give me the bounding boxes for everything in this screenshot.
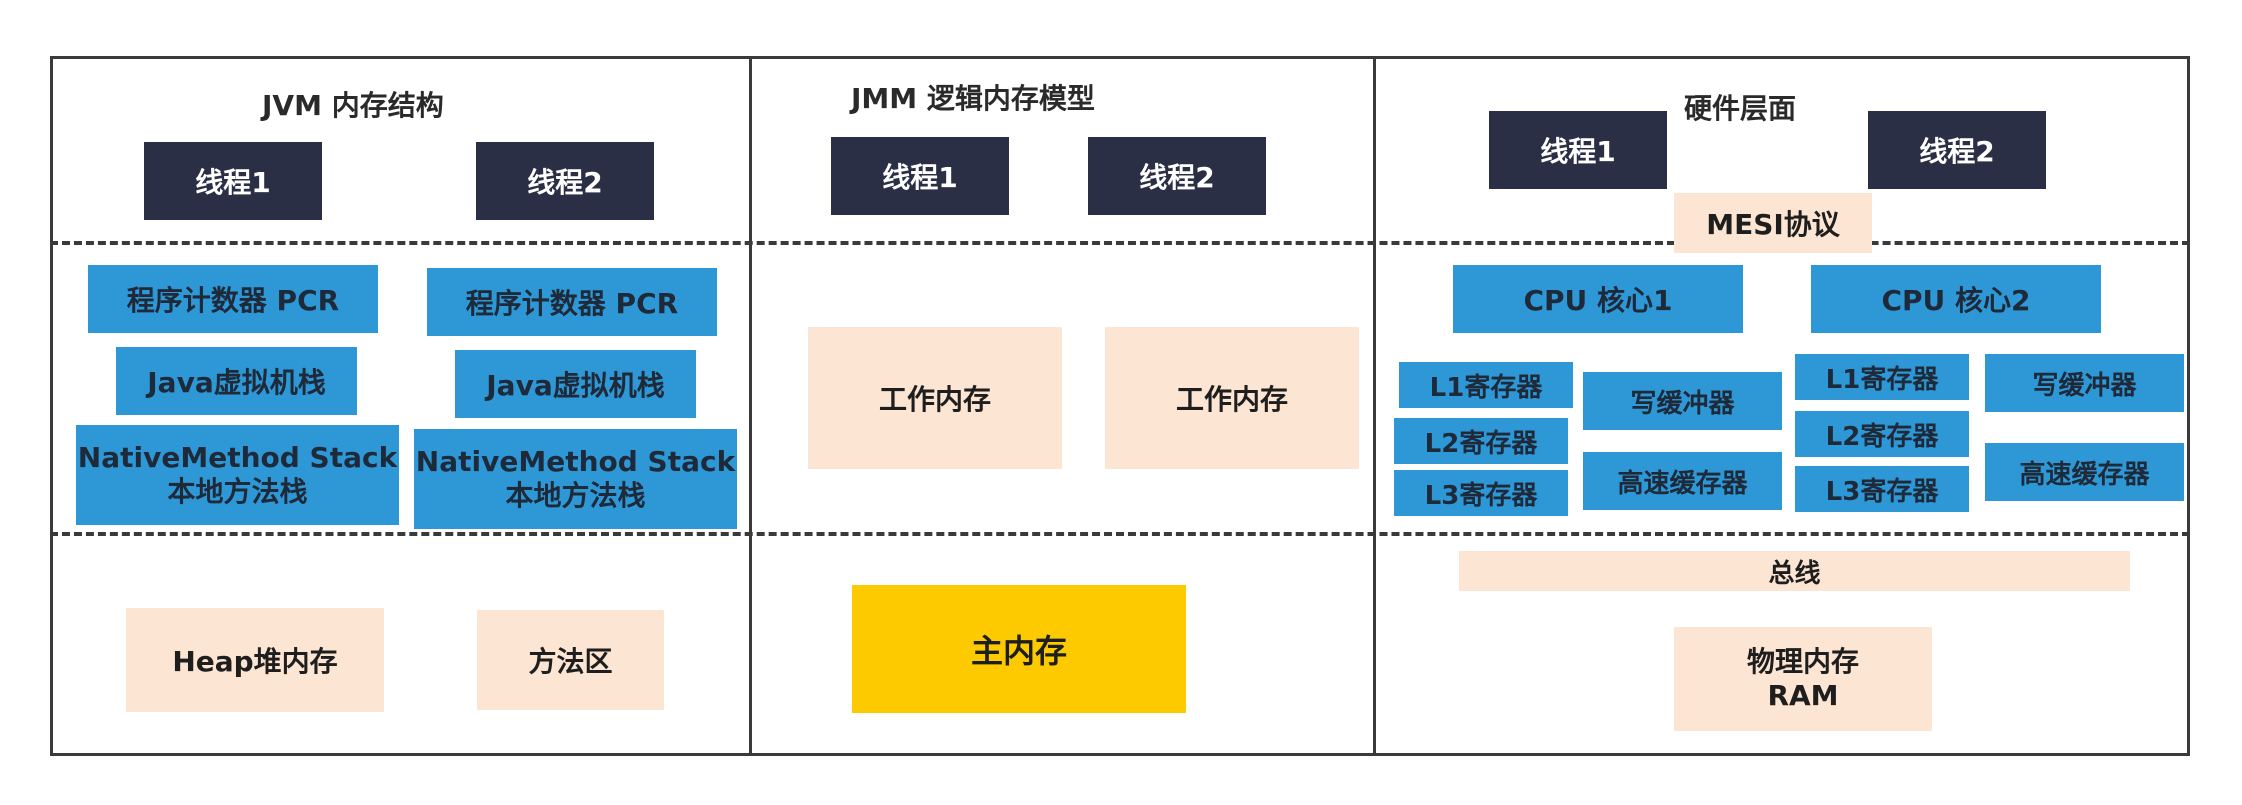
- hw-core2-cache: 高速缓存器: [1985, 443, 2184, 501]
- hw-core2-write-buffer: 写缓冲器: [1985, 354, 2184, 412]
- hw-thread-2: 线程2: [1868, 111, 2046, 189]
- native-stack-label-en: NativeMethod Stack: [415, 444, 736, 478]
- hw-thread-1: 线程1: [1489, 111, 1667, 189]
- native-stack-label-cn: 本地方法栈: [167, 475, 308, 508]
- jvm-heap: Heap堆内存: [126, 608, 384, 712]
- hw-core1-l1: L1寄存器: [1399, 362, 1573, 408]
- jvm-java-stack-2: Java虚拟机栈: [455, 350, 696, 418]
- hw-core1-write-buffer: 写缓冲器: [1583, 372, 1782, 430]
- jvm-native-stack-2: NativeMethod Stack 本地方法栈: [414, 429, 737, 529]
- jvm-java-stack-1: Java虚拟机栈: [116, 347, 357, 415]
- ram-label-cn: 物理内存: [1746, 644, 1859, 678]
- hw-cpu-core-1: CPU 核心1: [1453, 265, 1743, 333]
- hw-bus: 总线: [1459, 551, 2130, 591]
- jvm-method-area: 方法区: [477, 610, 664, 710]
- jvm-pcr-1: 程序计数器 PCR: [88, 265, 378, 333]
- native-stack-label-en: NativeMethod Stack: [77, 440, 398, 474]
- jmm-thread-2: 线程2: [1088, 137, 1266, 215]
- hw-core1-cache: 高速缓存器: [1583, 452, 1782, 510]
- jmm-working-memory-2: 工作内存: [1105, 327, 1359, 469]
- diagram-frame: [50, 56, 2190, 756]
- jmm-thread-1: 线程1: [831, 137, 1009, 215]
- jvm-pcr-2: 程序计数器 PCR: [427, 268, 717, 336]
- jvm-heading: JVM 内存结构: [262, 89, 444, 122]
- jmm-main-memory: 主内存: [852, 585, 1186, 713]
- hw-core2-l1: L1寄存器: [1795, 354, 1969, 400]
- jvm-native-stack-1: NativeMethod Stack 本地方法栈: [76, 425, 399, 525]
- jmm-working-memory-1: 工作内存: [808, 327, 1062, 469]
- hw-physical-ram: 物理内存 RAM: [1674, 627, 1932, 731]
- dashed-separator-bottom: [50, 532, 2190, 536]
- hw-core2-l3: L3寄存器: [1795, 466, 1969, 512]
- dashed-separator-top: [50, 241, 2190, 245]
- jvm-thread-1: 线程1: [144, 142, 322, 220]
- hw-cpu-core-2: CPU 核心2: [1811, 265, 2101, 333]
- jmm-heading: JMM 逻辑内存模型: [851, 82, 1095, 115]
- hw-core1-l2: L2寄存器: [1394, 418, 1568, 464]
- jvm-thread-2: 线程2: [476, 142, 654, 220]
- divider-jmm-hardware: [1373, 56, 1376, 756]
- hardware-heading: 硬件层面: [1684, 92, 1797, 125]
- hw-mesi-protocol: MESI协议: [1674, 193, 1872, 253]
- ram-label-en: RAM: [1767, 679, 1839, 712]
- native-stack-label-cn: 本地方法栈: [505, 479, 646, 512]
- hw-core2-l2: L2寄存器: [1795, 411, 1969, 457]
- hw-core1-l3: L3寄存器: [1394, 470, 1568, 516]
- divider-jvm-jmm: [749, 56, 752, 756]
